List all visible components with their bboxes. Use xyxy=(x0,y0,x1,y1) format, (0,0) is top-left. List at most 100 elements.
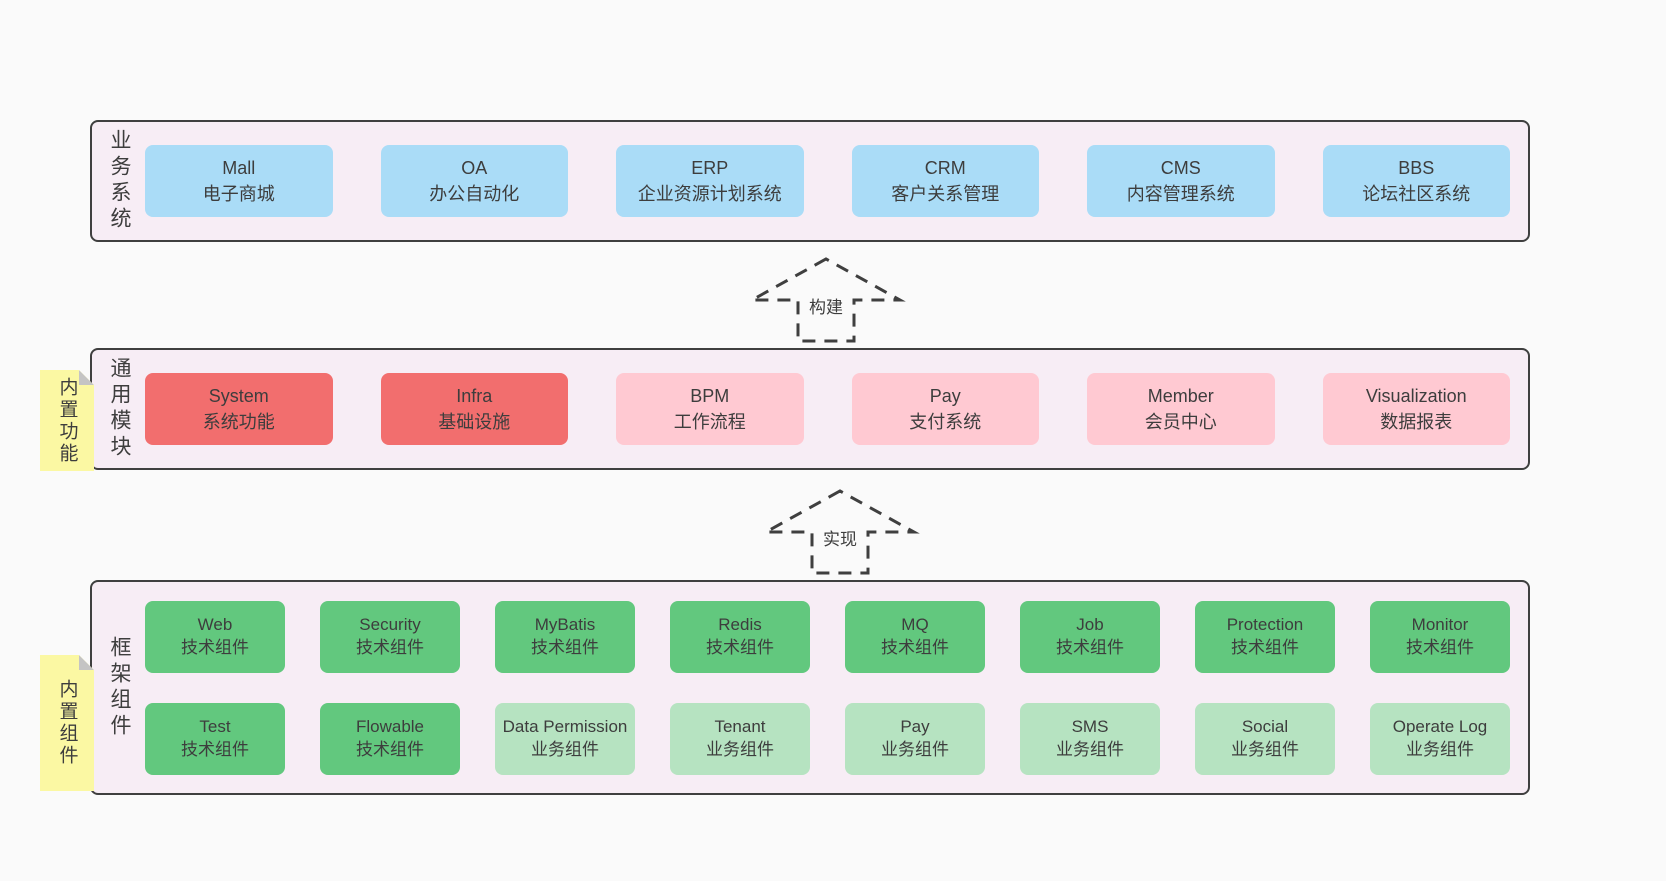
box-subtitle: 技术组件 xyxy=(531,637,599,657)
box-subtitle: 技术组件 xyxy=(356,637,424,657)
box-title: CRM xyxy=(924,157,966,178)
modules-box-row: System 系统功能 Infra 基础设施 BPM 工作流程 Pay 支付系统… xyxy=(145,373,1528,445)
box-subtitle: 企业资源计划系统 xyxy=(637,184,782,204)
box-title: MQ xyxy=(901,614,929,634)
layer-label-modules: 通用模块 xyxy=(108,357,131,461)
box-member: Member 会员中心 xyxy=(1087,373,1275,445)
box-subtitle: 会员中心 xyxy=(1144,412,1217,432)
box-subtitle: 技术组件 xyxy=(1231,637,1299,657)
dashed-up-arrow-icon xyxy=(760,489,920,575)
box-title: Visualization xyxy=(1365,385,1467,406)
framework-box-row-2: Test 技术组件 Flowable 技术组件 Data Permission … xyxy=(145,702,1510,775)
framework-box-rows: Web 技术组件 Security 技术组件 MyBatis 技术组件 Redi… xyxy=(145,600,1528,775)
box-title: SMS xyxy=(1071,716,1109,736)
box-subtitle: 技术组件 xyxy=(181,739,249,759)
box-subtitle: 电子商城 xyxy=(202,184,275,204)
box-subtitle: 技术组件 xyxy=(1056,637,1124,657)
build-arrow-label: 构建 xyxy=(804,292,848,319)
box-security: Security 技术组件 xyxy=(320,600,460,673)
box-subtitle: 技术组件 xyxy=(1406,637,1474,657)
box-tenant: Tenant 业务组件 xyxy=(670,702,810,775)
box-title: BBS xyxy=(1398,157,1435,178)
box-subtitle: 业务组件 xyxy=(706,739,774,759)
box-redis: Redis 技术组件 xyxy=(670,600,810,673)
box-title: Operate Log xyxy=(1392,716,1488,736)
layer-common-modules: 通用模块 System 系统功能 Infra 基础设施 BPM 工作流程 Pay… xyxy=(90,348,1530,470)
box-pay-module: Pay 支付系统 xyxy=(851,373,1039,445)
box-subtitle: 业务组件 xyxy=(1056,739,1124,759)
box-title: Social xyxy=(1241,716,1289,736)
dashed-up-arrow-icon xyxy=(746,257,906,343)
box-subtitle: 技术组件 xyxy=(181,637,249,657)
box-operate-log: Operate Log 业务组件 xyxy=(1370,702,1510,775)
box-crm: CRM 客户关系管理 xyxy=(851,145,1039,217)
box-mall: Mall 电子商城 xyxy=(145,145,333,217)
box-title: CMS xyxy=(1160,157,1201,178)
box-subtitle: 技术组件 xyxy=(881,637,949,657)
note-text: 内置功能 xyxy=(56,376,78,465)
layer-framework-components: 框架组件 Web 技术组件 Security 技术组件 MyBatis 技术组件… xyxy=(90,580,1530,795)
box-title: Pay xyxy=(929,385,961,406)
box-title: OA xyxy=(461,157,488,178)
note-text: 内置组件 xyxy=(56,679,78,767)
box-mybatis: MyBatis 技术组件 xyxy=(495,600,635,673)
box-monitor: Monitor 技术组件 xyxy=(1370,600,1510,673)
business-box-row: Mall 电子商城 OA 办公自动化 ERP 企业资源计划系统 CRM 客户关系… xyxy=(145,145,1528,217)
layer-business-systems: 业务系统 Mall 电子商城 OA 办公自动化 ERP 企业资源计划系统 CRM… xyxy=(90,120,1530,242)
box-infra: Infra 基础设施 xyxy=(380,373,568,445)
box-data-permission: Data Permission 业务组件 xyxy=(495,702,635,775)
box-pay-component: Pay 业务组件 xyxy=(845,702,985,775)
box-system: System 系统功能 xyxy=(145,373,333,445)
box-subtitle: 业务组件 xyxy=(881,739,949,759)
box-title: MyBatis xyxy=(534,614,596,634)
box-title: ERP xyxy=(691,157,729,178)
box-title: BPM xyxy=(690,385,730,406)
box-title: Data Permission xyxy=(502,716,628,736)
box-title: Test xyxy=(199,716,231,736)
box-visualization: Visualization 数据报表 xyxy=(1322,373,1510,445)
box-title: Security xyxy=(359,614,421,634)
box-subtitle: 技术组件 xyxy=(706,637,774,657)
box-subtitle: 客户关系管理 xyxy=(891,184,1000,204)
box-bbs: BBS 论坛社区系统 xyxy=(1322,145,1510,217)
box-title: Job xyxy=(1076,614,1104,634)
box-subtitle: 基础设施 xyxy=(438,412,511,432)
box-bpm: BPM 工作流程 xyxy=(616,373,804,445)
box-title: Monitor xyxy=(1411,614,1469,634)
box-title: Pay xyxy=(900,716,930,736)
box-title: Web xyxy=(197,614,233,634)
box-subtitle: 论坛社区系统 xyxy=(1362,184,1471,204)
box-oa: OA 办公自动化 xyxy=(380,145,568,217)
box-job: Job 技术组件 xyxy=(1020,600,1160,673)
box-test: Test 技术组件 xyxy=(145,702,285,775)
box-protection: Protection 技术组件 xyxy=(1195,600,1335,673)
framework-box-row-1: Web 技术组件 Security 技术组件 MyBatis 技术组件 Redi… xyxy=(145,600,1510,673)
box-title: System xyxy=(208,385,269,406)
box-subtitle: 内容管理系统 xyxy=(1126,184,1235,204)
sticky-note-built-in-functions: 内置功能 xyxy=(40,370,94,471)
implement-arrow: 实现 xyxy=(760,488,920,576)
box-subtitle: 数据报表 xyxy=(1380,412,1453,432)
box-title: Infra xyxy=(456,385,493,406)
layer-label-framework: 框架组件 xyxy=(108,635,131,740)
box-title: Member xyxy=(1147,385,1214,406)
box-flowable: Flowable 技术组件 xyxy=(320,702,460,775)
box-erp: ERP 企业资源计划系统 xyxy=(616,145,804,217)
box-title: Redis xyxy=(718,614,762,634)
box-mq: MQ 技术组件 xyxy=(845,600,985,673)
box-web: Web 技术组件 xyxy=(145,600,285,673)
box-cms: CMS 内容管理系统 xyxy=(1087,145,1275,217)
build-arrow: 构建 xyxy=(746,256,906,344)
box-social: Social 业务组件 xyxy=(1195,702,1335,775)
box-subtitle: 业务组件 xyxy=(1406,739,1474,759)
box-subtitle: 业务组件 xyxy=(1231,739,1299,759)
box-subtitle: 办公自动化 xyxy=(429,184,520,204)
box-subtitle: 技术组件 xyxy=(356,739,424,759)
box-subtitle: 工作流程 xyxy=(673,412,746,432)
box-title: Tenant xyxy=(714,716,766,736)
box-title: Mall xyxy=(222,157,256,178)
box-subtitle: 支付系统 xyxy=(909,412,982,432)
box-title: Flowable xyxy=(355,716,425,736)
implement-arrow-label: 实现 xyxy=(818,524,862,551)
